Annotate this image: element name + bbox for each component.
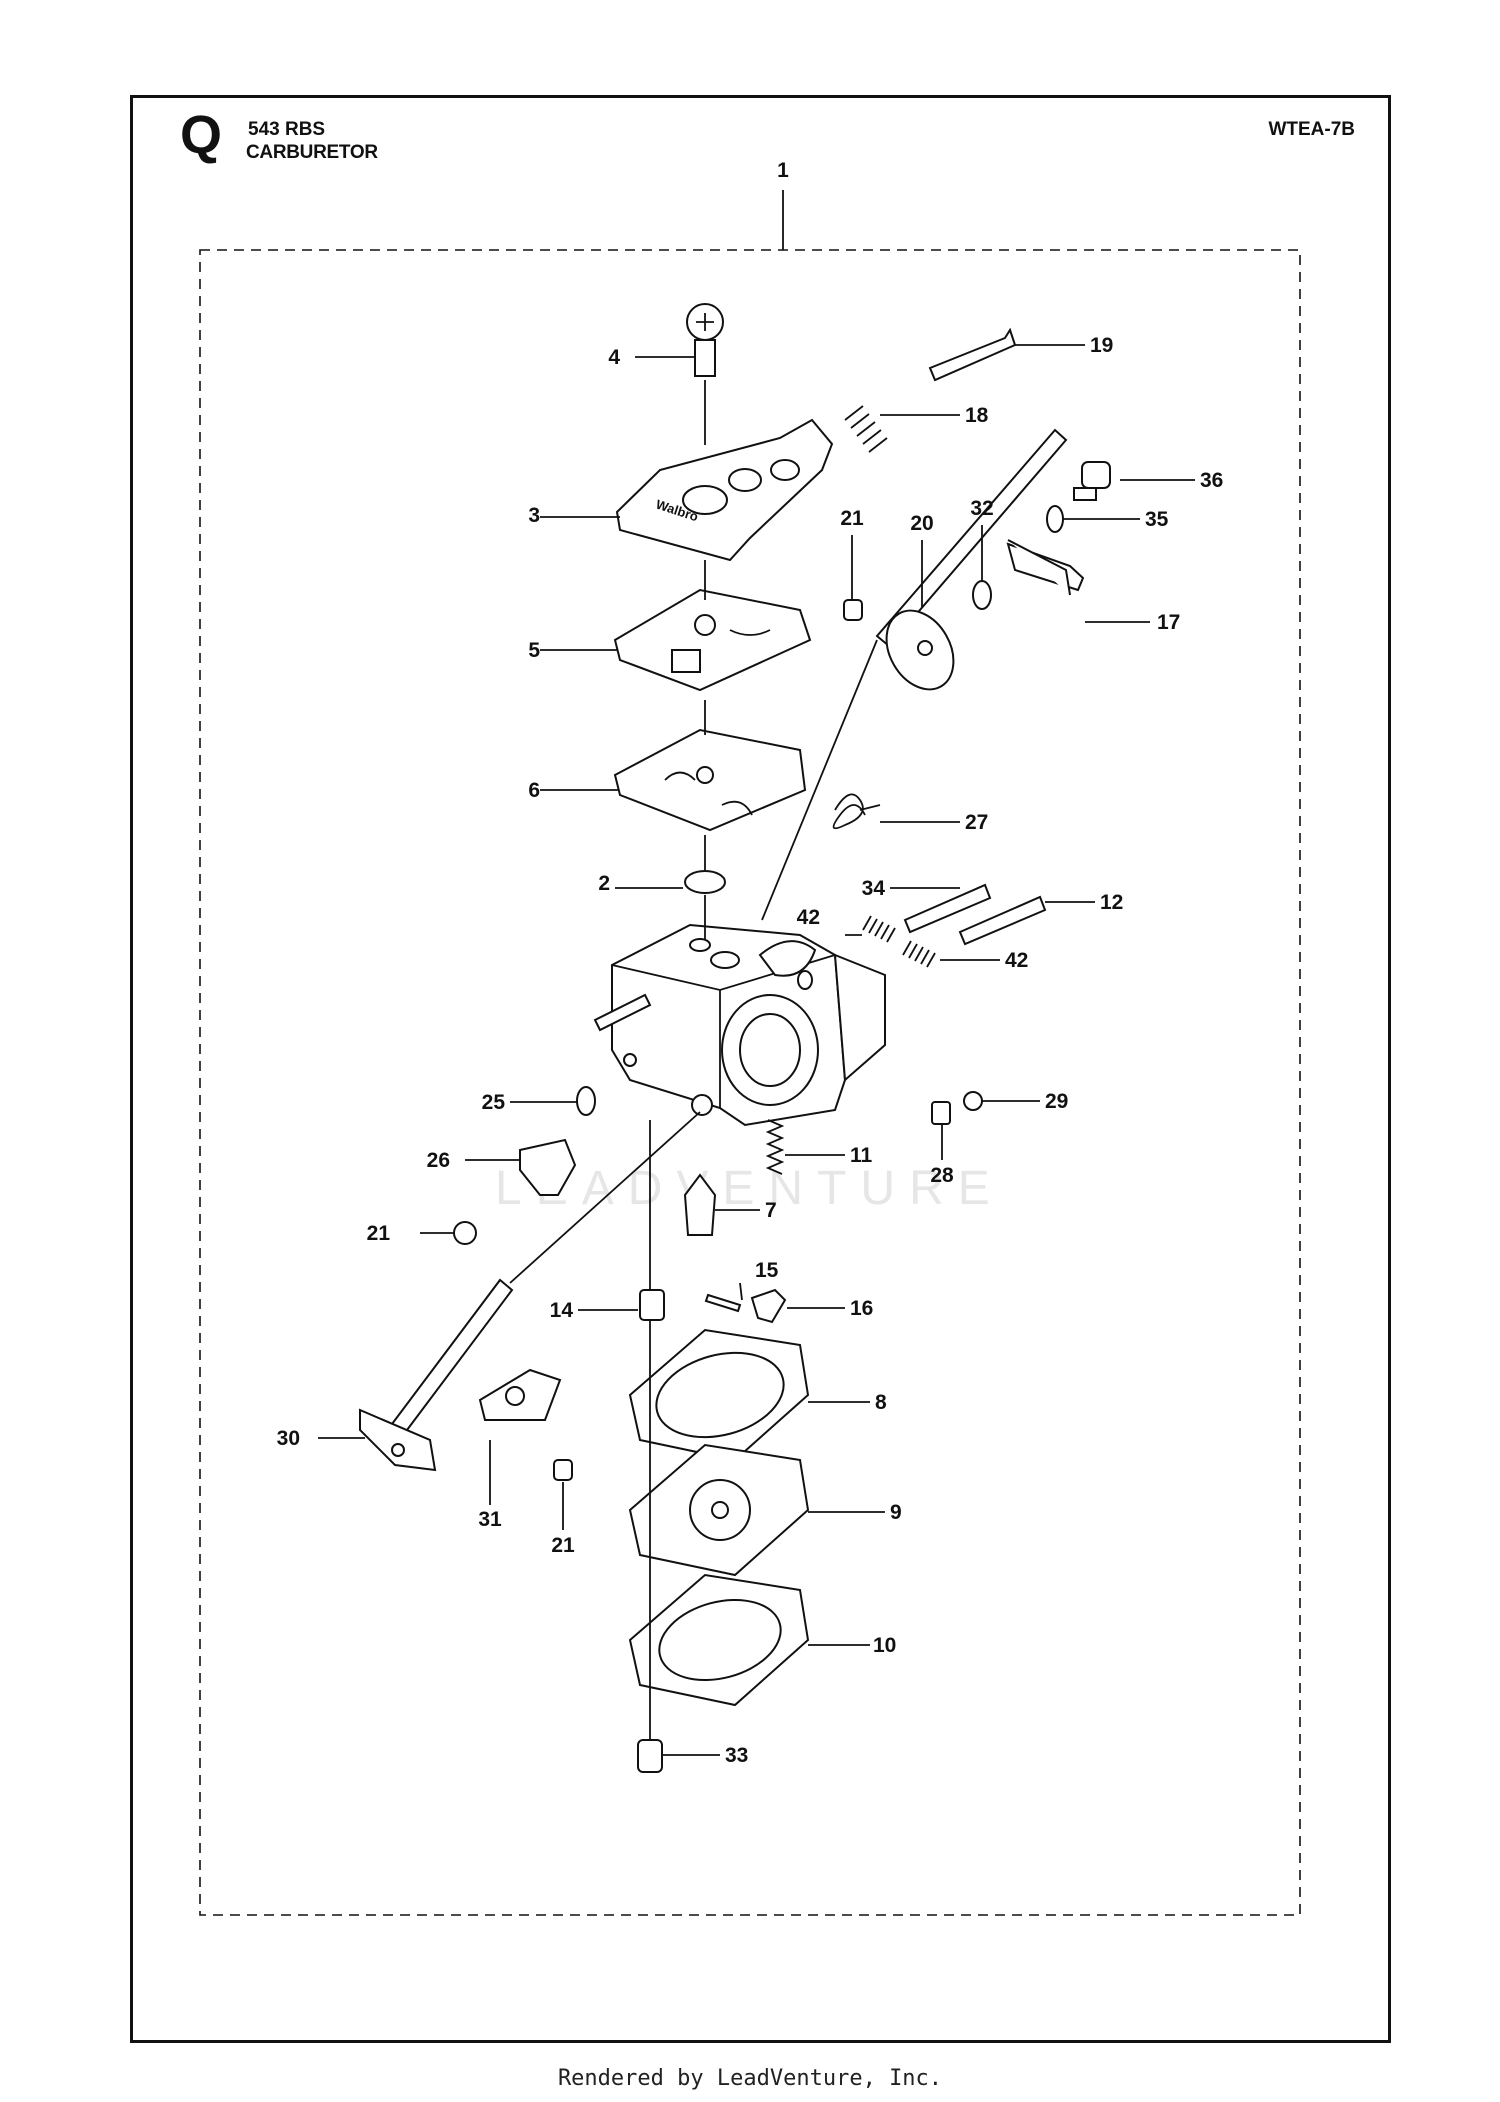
render-credit: Rendered by LeadVenture, Inc. [557, 2066, 943, 2091]
gasket-8 [628, 1328, 810, 1462]
screw-14 [639, 1289, 665, 1321]
part-label-14: 14 [550, 1299, 574, 1322]
watermark: LEADVENTURE [495, 1162, 1004, 1215]
nut-36 [1073, 461, 1111, 501]
part-label-17: 17 [1157, 611, 1180, 634]
lever-16 [750, 1288, 787, 1324]
part-label-19: 19 [1090, 334, 1113, 357]
part-label-30: 30 [277, 1427, 300, 1450]
gasket-5 [613, 588, 812, 692]
diaphragm-9 [628, 1443, 810, 1577]
part-label-21-top: 21 [840, 507, 864, 530]
spring-42-right [902, 940, 936, 968]
ball-29 [963, 1091, 983, 1111]
diaphragm-6 [613, 728, 807, 832]
spring-27 [832, 793, 881, 830]
screw-4 [686, 303, 724, 377]
needle-7 [683, 1173, 717, 1236]
part-label-31: 31 [478, 1508, 502, 1531]
clip-25 [576, 1086, 596, 1116]
part-label-7: 7 [765, 1199, 777, 1222]
choke-plate-20 [885, 609, 955, 691]
part-label-16: 16 [850, 1297, 873, 1320]
choke-screw-21 [843, 599, 863, 621]
part-label-27: 27 [965, 811, 988, 834]
section-letter: Q [180, 105, 223, 165]
part-label-25: 25 [482, 1091, 506, 1114]
part-label-42-left: 42 [797, 906, 820, 929]
spring-11 [765, 1119, 785, 1175]
needle-12 [958, 895, 1047, 946]
diagram-title: CARBURETOR [246, 142, 378, 163]
diagram-frame [130, 95, 1391, 2043]
part-label-15: 15 [755, 1259, 779, 1282]
washer-35 [1046, 505, 1064, 533]
part-label-11: 11 [850, 1144, 873, 1167]
part-label-21-bottom: 21 [551, 1534, 575, 1557]
part-label-20: 20 [910, 512, 933, 535]
assembly-boundary [199, 249, 1301, 1916]
part-label-3: 3 [528, 504, 540, 527]
part-label-2: 2 [598, 872, 610, 895]
pin-15 [704, 1293, 742, 1313]
part-label-32: 32 [970, 497, 993, 520]
throttle-shaft-30 [359, 1278, 514, 1472]
part-label-5: 5 [528, 639, 540, 662]
screw-33 [637, 1739, 663, 1773]
screw-28 [931, 1101, 951, 1125]
part-label-26: 26 [427, 1149, 450, 1172]
spring-42-left [862, 915, 896, 943]
part-label-6: 6 [528, 779, 540, 802]
throttle-plate-31 [478, 1368, 562, 1421]
part-label-4: 4 [608, 346, 620, 369]
needle-34 [903, 883, 992, 934]
carburetor-body [593, 923, 886, 1127]
part-label-10: 10 [873, 1634, 896, 1657]
part-label-9: 9 [890, 1501, 902, 1524]
part-label-18: 18 [965, 404, 989, 427]
gasket-10 [628, 1573, 810, 1707]
part-label-42-right: 42 [1005, 949, 1028, 972]
diagram-code: WTEA-7B [1268, 119, 1355, 140]
part-label-12: 12 [1100, 891, 1123, 914]
part-label-21-mid: 21 [367, 1222, 391, 1245]
shaft-axis-lower [509, 1111, 701, 1284]
shaft-axis-upper [761, 639, 878, 921]
part-label-8: 8 [875, 1391, 887, 1414]
part-label-29: 29 [1045, 1090, 1068, 1113]
clip-32 [972, 580, 992, 610]
part-label-36: 36 [1200, 469, 1223, 492]
part-label-28: 28 [930, 1164, 954, 1187]
filter-screen-2 [684, 870, 726, 894]
part-label-35: 35 [1145, 508, 1169, 531]
part-label-1: 1 [777, 159, 789, 182]
lever-screw-21 [453, 1221, 477, 1245]
part-label-33: 33 [725, 1744, 748, 1767]
spring-18 [844, 405, 888, 453]
choke-shaft-17 [875, 428, 1085, 648]
part-label-34: 34 [862, 877, 886, 900]
plug-19 [928, 327, 1017, 382]
lever-26 [519, 1138, 577, 1196]
throttle-screw-21 [553, 1459, 573, 1481]
model-number: 543 RBS [248, 119, 326, 140]
pump-cover-3 [615, 418, 834, 562]
